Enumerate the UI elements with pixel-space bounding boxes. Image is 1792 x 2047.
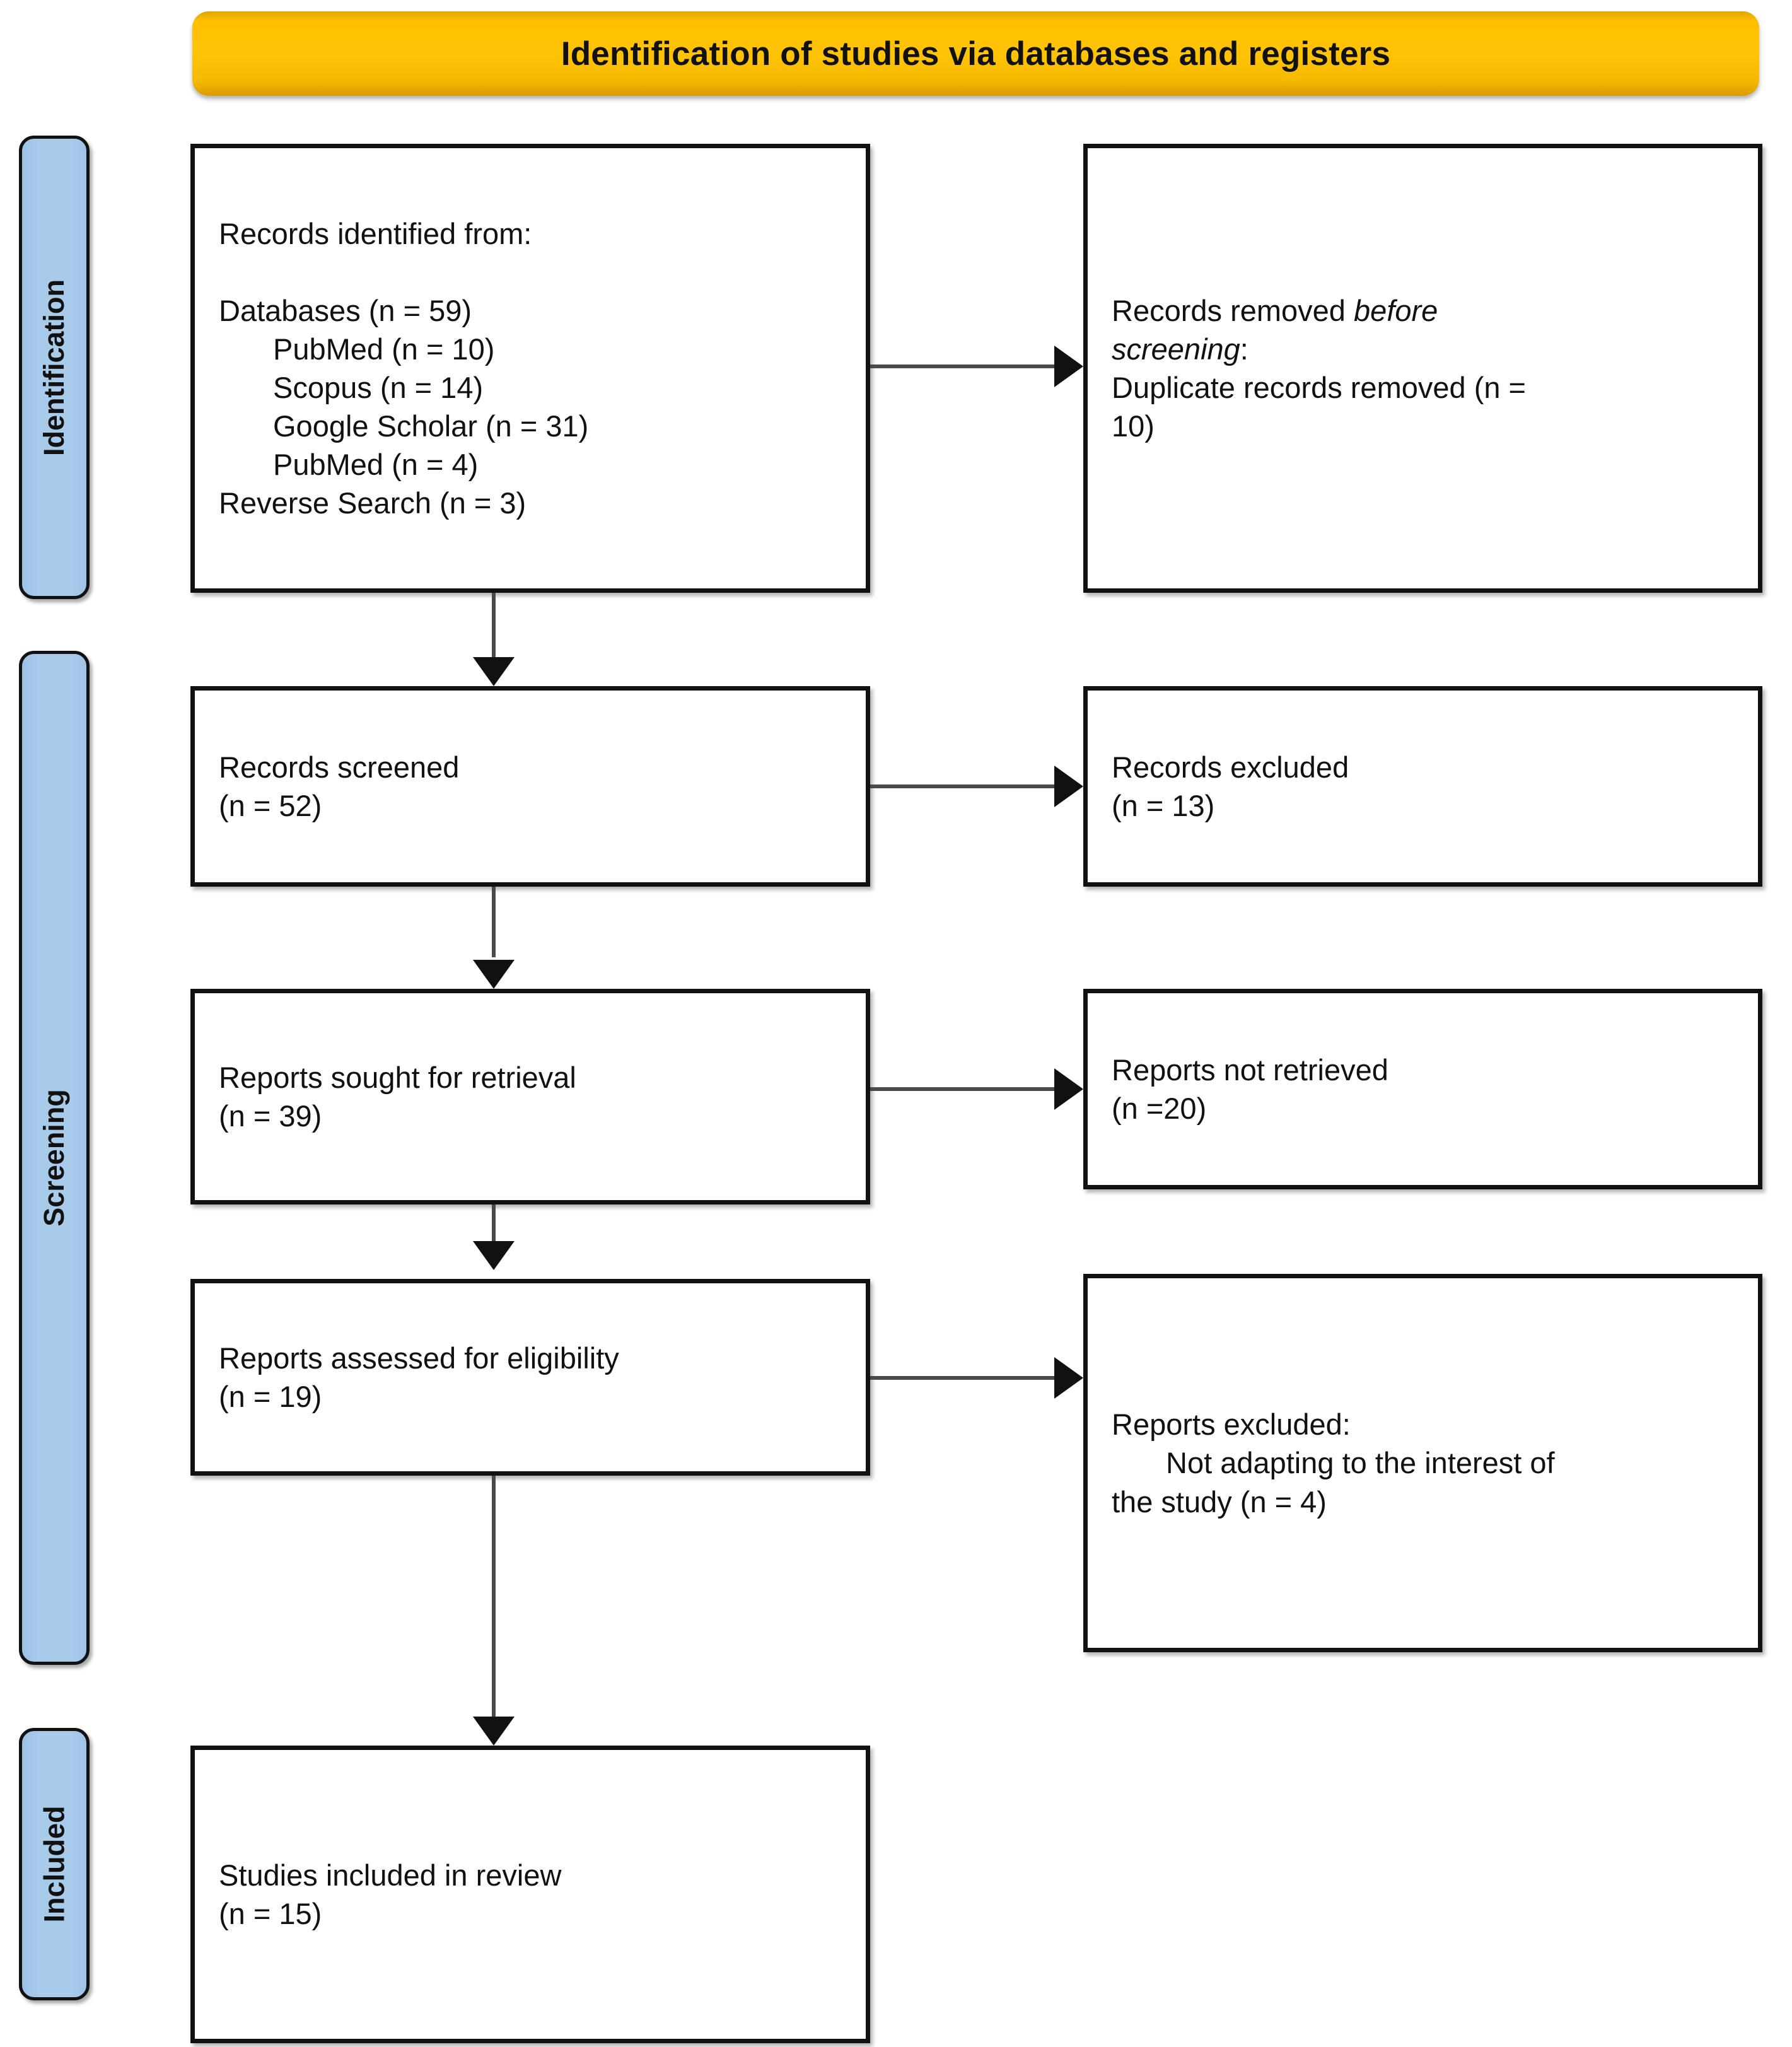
reports-not-retrieved-count: (n =20) <box>1112 1092 1207 1125</box>
records-removed-line2-italic: screening <box>1112 332 1240 366</box>
connector-sought-to-not-retrieved-arrowhead <box>1054 1068 1083 1110</box>
stage-label-included: Included <box>19 1728 90 2000</box>
records-removed-line4: 10) <box>1112 409 1155 443</box>
connector-sought-to-not-retrieved-line <box>870 1087 1054 1091</box>
connector-identified-to-removed-arrowhead <box>1054 346 1083 387</box>
box-reports-excluded-text: Reports excluded: Not adapting to the in… <box>1088 1405 1758 1520</box>
reports-assessed-label: Reports assessed for eligibility <box>219 1341 619 1375</box>
connector-screened-to-sought-line <box>492 887 496 957</box>
records-identified-scopus: Scopus (n = 14) <box>273 371 484 404</box>
box-studies-included-text: Studies included in review (n = 15) <box>195 1856 866 1933</box>
records-excluded-label: Records excluded <box>1112 750 1349 784</box>
box-reports-assessed-text: Reports assessed for eligibility (n = 19… <box>195 1339 866 1416</box>
reports-sought-count: (n = 39) <box>219 1099 322 1133</box>
page-title: Identification of studies via databases … <box>561 35 1391 73</box>
records-identified-google-scholar: Google Scholar (n = 31) <box>273 409 589 443</box>
stage-label-identification-text: Identification <box>38 279 70 456</box>
diagram-header-banner: Identification of studies via databases … <box>192 11 1759 96</box>
box-records-screened: Records screened (n = 52) <box>190 686 870 887</box>
records-removed-line1-italic: before <box>1354 293 1438 327</box>
box-records-excluded: Records excluded (n = 13) <box>1083 686 1762 887</box>
connector-screened-to-sought-arrowhead <box>473 960 515 989</box>
connector-screened-to-excluded-arrowhead <box>1054 766 1083 807</box>
box-records-identified: Records identified from: Databases (n = … <box>190 144 870 593</box>
reports-excluded-heading: Reports excluded: <box>1112 1408 1351 1442</box>
studies-included-label: Studies included in review <box>219 1858 562 1892</box>
connector-assessed-to-included-line <box>492 1476 496 1722</box>
box-records-removed-text: Records removed before screening: Duplic… <box>1088 291 1758 445</box>
records-identified-pubmed-2: PubMed (n = 4) <box>273 448 479 482</box>
connector-identified-to-screened-arrowhead <box>473 657 515 686</box>
records-screened-count: (n = 52) <box>219 789 322 822</box>
records-identified-databases: Databases (n = 59) <box>219 293 472 327</box>
reports-assessed-count: (n = 19) <box>219 1380 322 1413</box>
connector-sought-to-assessed-arrowhead <box>473 1241 515 1270</box>
records-identified-pubmed-1: PubMed (n = 10) <box>273 332 495 366</box>
records-excluded-count: (n = 13) <box>1112 789 1215 822</box>
stage-label-screening-text: Screening <box>38 1089 71 1227</box>
connector-identified-to-screened-line <box>492 593 496 661</box>
stage-label-included-text: Included <box>38 1805 71 1923</box>
box-reports-excluded: Reports excluded: Not adapting to the in… <box>1083 1274 1762 1652</box>
box-records-excluded-text: Records excluded (n = 13) <box>1088 748 1758 825</box>
reports-not-retrieved-label: Reports not retrieved <box>1112 1053 1388 1087</box>
box-studies-included-in-review: Studies included in review (n = 15) <box>190 1746 870 2043</box>
records-removed-line1-pre: Records removed <box>1112 293 1354 327</box>
connector-assessed-to-included-arrowhead <box>473 1717 515 1746</box>
stage-label-screening: Screening <box>19 651 90 1665</box>
reports-excluded-reason-line2: the study (n = 4) <box>1112 1484 1327 1519</box>
connector-screened-to-excluded-line <box>870 784 1054 788</box>
box-reports-sought-text: Reports sought for retrieval (n = 39) <box>195 1058 866 1135</box>
studies-included-count: (n = 15) <box>219 1897 322 1930</box>
connector-sought-to-assessed-line <box>492 1204 496 1244</box>
box-records-screened-text: Records screened (n = 52) <box>195 748 866 825</box>
records-identified-reverse-search: Reverse Search (n = 3) <box>219 486 527 520</box>
box-reports-sought-for-retrieval: Reports sought for retrieval (n = 39) <box>190 989 870 1204</box>
records-screened-label: Records screened <box>219 750 460 784</box>
connector-assessed-to-reports-excluded-arrowhead <box>1054 1357 1083 1399</box>
connector-assessed-to-reports-excluded-line <box>870 1376 1054 1380</box>
box-reports-not-retrieved-text: Reports not retrieved (n =20) <box>1088 1051 1758 1128</box>
box-reports-assessed-for-eligibility: Reports assessed for eligibility (n = 19… <box>190 1279 870 1476</box>
stage-label-identification: Identification <box>19 136 90 599</box>
box-records-identified-text: Records identified from: Databases (n = … <box>195 214 866 523</box>
box-records-removed-before-screening: Records removed before screening: Duplic… <box>1083 144 1762 593</box>
records-identified-heading: Records identified from: <box>219 216 532 250</box>
box-reports-not-retrieved: Reports not retrieved (n =20) <box>1083 989 1762 1189</box>
connector-identified-to-removed-line <box>870 364 1054 368</box>
reports-excluded-reason-line1: Not adapting to the interest of <box>1166 1446 1555 1480</box>
records-removed-line3: Duplicate records removed (n = <box>1112 371 1526 404</box>
records-removed-line2-post: : <box>1240 332 1248 366</box>
reports-sought-label: Reports sought for retrieval <box>219 1060 576 1094</box>
